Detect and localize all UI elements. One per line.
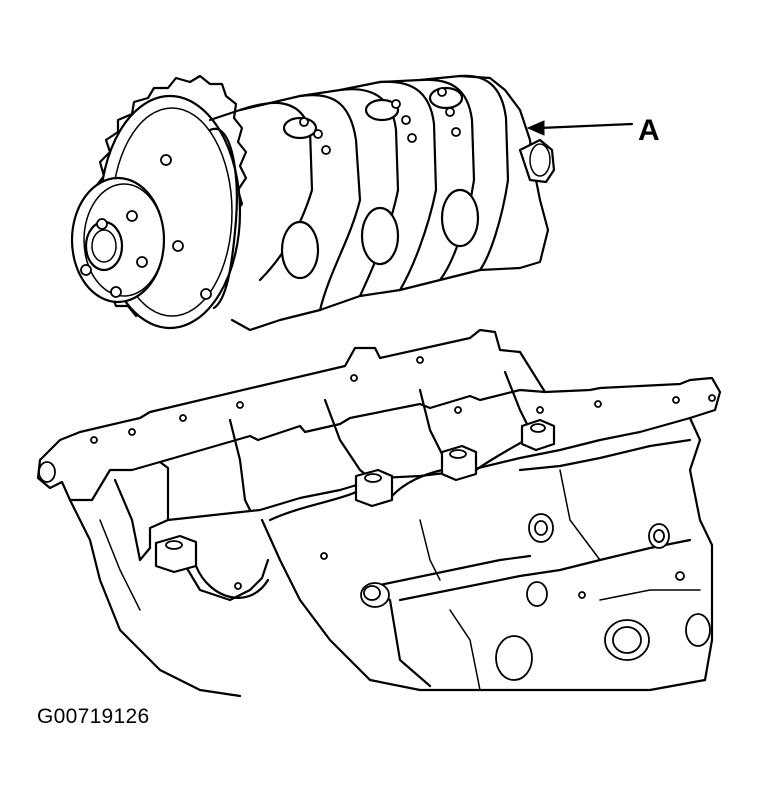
callout-arrowhead [526, 120, 545, 136]
figure-id: G00719126 [37, 705, 150, 728]
crankshaft [70, 74, 556, 332]
callout-leader-line [538, 122, 634, 130]
callout-a: A [526, 114, 660, 147]
crankshaft-rear-end [518, 138, 556, 184]
crank-hub [70, 154, 212, 304]
engine-block [36, 328, 722, 698]
callout-label: A [638, 114, 660, 147]
